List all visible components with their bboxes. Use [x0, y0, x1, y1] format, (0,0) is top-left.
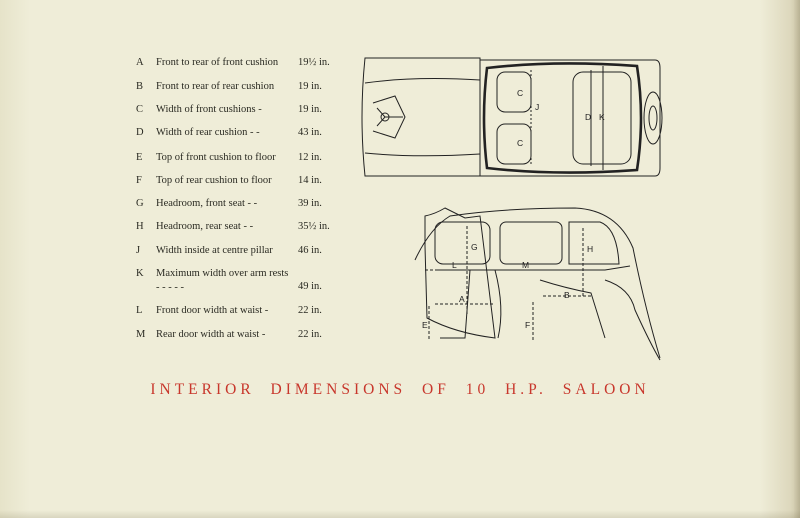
- label-j: J: [535, 102, 539, 112]
- dimension-value: 43 in.: [298, 127, 322, 138]
- wing-line-bottom: [364, 152, 481, 157]
- label-h: H: [587, 244, 593, 254]
- roof-rear-outline: [414, 207, 661, 359]
- dimension-description: Width of rear cushion - -: [156, 127, 260, 138]
- steering-hub-icon: [380, 112, 390, 122]
- dimension-description: Width inside at centre pillar: [156, 245, 273, 256]
- dimension-description: Headroom, front seat - -: [156, 198, 258, 209]
- dimension-value: 14 in.: [298, 175, 322, 186]
- dimension-description: Rear door width at waist -: [156, 329, 266, 340]
- bonnet-outline: [361, 57, 481, 177]
- dimension-row-b: B Front to rear of rear cushion 19 in.: [136, 80, 336, 93]
- dimension-letter: E: [136, 152, 143, 163]
- front-wing-outline: [424, 207, 496, 339]
- waist-line: [435, 265, 631, 271]
- front-window: [434, 221, 491, 265]
- rear-seat: [572, 71, 632, 165]
- label-e: E: [422, 320, 428, 330]
- dimension-description: Top of front cushion to floor: [156, 152, 276, 163]
- dimension-value: 19 in.: [298, 81, 322, 92]
- dimension-row-k: K Maximum width over arm rests - - - - -…: [136, 267, 336, 295]
- label-m: M: [522, 260, 529, 270]
- dimension-value: 22 in.: [298, 305, 322, 316]
- rear-seat-outline: [539, 279, 606, 339]
- dimension-row-j: J Width inside at centre pillar 46 in.: [136, 244, 336, 257]
- dimension-letter: D: [136, 127, 144, 138]
- dimension-row-l: L Front door width at waist - 22 in.: [136, 304, 336, 317]
- dimension-value: 39 in.: [298, 198, 322, 209]
- label-c-front-left: C: [517, 88, 523, 98]
- dimension-value: 22 in.: [298, 329, 322, 340]
- label-l: L: [452, 260, 457, 270]
- dimension-row-d: D Width of rear cushion - - 43 in.: [136, 126, 336, 139]
- page-shadow: [0, 510, 800, 518]
- dimension-letter: C: [136, 104, 144, 115]
- front-seat-outline: [440, 269, 471, 339]
- page-title: INTERIOR DIMENSIONS OF 10 H.P. SALOON: [150, 381, 650, 398]
- dimension-row-m: M Rear door width at waist - 22 in.: [136, 328, 336, 341]
- dimension-letter: J: [136, 245, 141, 256]
- dimension-description: Top of rear cushion to floor: [156, 175, 272, 186]
- dimension-row-f: F Top of rear cushion to floor 14 in.: [136, 174, 336, 187]
- dimension-letter: B: [136, 81, 144, 92]
- rear-door-window: [499, 221, 563, 265]
- dimension-description: Headroom, rear seat - -: [156, 221, 254, 232]
- label-b: B: [564, 290, 570, 300]
- door-line: [494, 269, 502, 339]
- dimension-row-a: A Front to rear of front cushion 19½ in.: [136, 56, 336, 69]
- dimension-description: Maximum width over arm rests - - - - -: [156, 268, 289, 294]
- dimension-letter: F: [136, 175, 142, 186]
- dimension-value: 12 in.: [298, 152, 322, 163]
- plan-view: [361, 57, 663, 177]
- axle-lines: [376, 107, 403, 127]
- dimension-value: 46 in.: [298, 245, 322, 256]
- dimension-value: 19½ in.: [298, 57, 330, 68]
- label-c-front-right: C: [517, 138, 523, 148]
- dimension-letter: H: [136, 221, 144, 232]
- body-outline: [479, 59, 661, 177]
- car-interior-diagram: C C J D K A B E F G H L M: [361, 57, 663, 361]
- dimension-description: Front to rear of front cushion: [156, 57, 279, 68]
- dimension-letter: M: [136, 329, 146, 340]
- diagram-labels: C C J D K A B E F G H L M: [422, 88, 605, 330]
- dimension-letter: L: [136, 305, 143, 316]
- dimension-row-c: C Width of front cushions - 19 in.: [136, 103, 336, 116]
- label-d: D: [585, 112, 591, 122]
- grille-outline: [372, 95, 406, 139]
- dimension-value: 49 in.: [298, 281, 322, 292]
- dimension-value: 19 in.: [298, 104, 322, 115]
- label-k: K: [599, 112, 605, 122]
- spare-wheel-icon: [643, 91, 663, 145]
- dimension-letter: A: [136, 57, 144, 68]
- dimension-description: Front door width at waist -: [156, 305, 269, 316]
- interior-outline: [482, 62, 643, 174]
- dimension-row-e: E Top of front cushion to floor 12 in.: [136, 151, 336, 164]
- front-seat-left: [496, 71, 532, 113]
- dimension-row-g: G Headroom, front seat - - 39 in.: [136, 197, 336, 210]
- front-seat-right: [496, 123, 532, 165]
- label-f: F: [525, 320, 530, 330]
- dimension-row-h: H Headroom, rear seat - - 35½ in.: [136, 220, 336, 233]
- dimension-letter: K: [136, 268, 144, 279]
- side-view: [414, 207, 661, 361]
- dimension-description: Front to rear of rear cushion: [156, 81, 275, 92]
- page-edge: [794, 0, 800, 518]
- quarter-window: [568, 221, 620, 265]
- wing-line-top: [364, 78, 481, 84]
- label-g: G: [471, 242, 478, 252]
- dimension-description: Width of front cushions -: [156, 104, 262, 115]
- rear-wing-outline: [604, 279, 661, 361]
- label-a: A: [459, 294, 465, 304]
- dimension-value: 35½ in.: [298, 221, 330, 232]
- dimension-letter: G: [136, 198, 144, 209]
- spare-wheel-hub-icon: [648, 105, 658, 131]
